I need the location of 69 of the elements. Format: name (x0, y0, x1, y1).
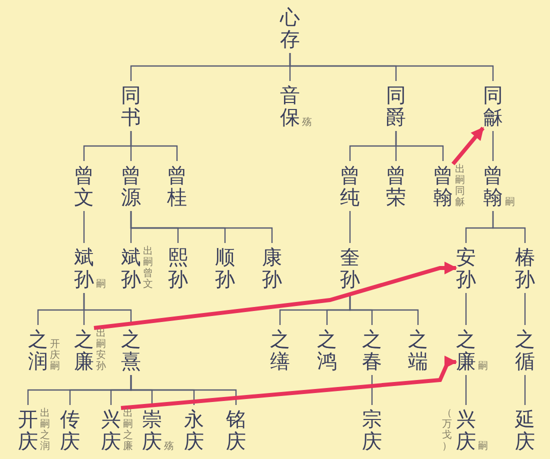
person-name: 斌孙 (74, 246, 94, 290)
connector-line (492, 211, 526, 243)
connector-line (492, 131, 494, 161)
person-name: 宗庆 (362, 408, 382, 452)
person-name: 安孙 (456, 246, 476, 290)
person-name: 之熹 (121, 328, 141, 372)
person-name: 之润 (28, 328, 48, 372)
person-name: 兴庆 (101, 408, 121, 452)
person-name: 顺孙 (215, 246, 235, 290)
note-text: 嗣 (505, 197, 515, 208)
note-text: 殇 (302, 117, 312, 128)
person-name: 熙孙 (168, 246, 188, 290)
note-text: 出嗣同龢 (455, 164, 465, 208)
note-text: 出嗣安孙 (96, 328, 106, 372)
person-name: 延庆 (515, 408, 535, 452)
connector-line (524, 293, 526, 325)
connector-line (130, 131, 178, 161)
person-name: 传庆 (60, 408, 80, 452)
note-text: 出嗣之润 (40, 408, 50, 452)
note-text: 出嗣曾文 (143, 246, 153, 290)
person-name: 开庆 (18, 408, 38, 452)
person-name: 曾纯 (340, 164, 360, 208)
note-text: 嗣 (478, 361, 488, 372)
note-text: 嗣 (478, 441, 488, 452)
connector-line (349, 211, 351, 243)
connector-line (289, 53, 494, 81)
person-name: 康孙 (262, 246, 282, 290)
person-name: 椿孙 (515, 246, 535, 290)
arrow (94, 262, 458, 330)
person-name: 之廉 (456, 328, 476, 372)
note-text: 嗣 (96, 279, 106, 290)
person-name: 之鸿 (317, 328, 337, 372)
person-name: 曾源 (121, 164, 141, 208)
person-name: 心存 (280, 6, 300, 50)
note-text: 殇 (164, 441, 174, 452)
connector-line (130, 211, 273, 243)
person-name: 奎孙 (340, 246, 360, 290)
connector-line (83, 211, 85, 243)
connector-line (465, 293, 467, 325)
person-name: 同书 (121, 84, 141, 128)
note-text: 出嗣之廉 (123, 408, 133, 452)
person-name: 之缮 (270, 328, 290, 372)
person-name: 之端 (408, 328, 428, 372)
connector-line (524, 375, 526, 405)
person-name: 曾翰 (433, 164, 453, 208)
connector-line (371, 375, 373, 405)
connector-line (349, 293, 419, 325)
person-name: 音保 (280, 84, 300, 128)
person-name: 斌孙 (121, 246, 141, 290)
connector-line (395, 131, 444, 161)
note-text: 开庆嗣 (50, 339, 60, 372)
arrow (451, 126, 485, 166)
person-name: 曾翰 (483, 164, 503, 208)
person-name: 同龢 (483, 84, 503, 128)
person-name: 同爵 (386, 84, 406, 128)
person-name: 之春 (362, 328, 382, 372)
connector-line (465, 375, 467, 405)
person-name: 铭庆 (226, 408, 246, 452)
person-name: 兴庆 (456, 408, 476, 452)
connector-line (130, 375, 237, 405)
person-name: 曾荣 (386, 164, 406, 208)
person-name: 崇庆 (142, 408, 162, 452)
person-name: 永庆 (184, 408, 204, 452)
person-name: 之循 (515, 328, 535, 372)
person-name: 曾桂 (167, 164, 187, 208)
person-name: 曾文 (74, 164, 94, 208)
note-text: （万戈） (442, 408, 452, 452)
person-name: 之廉 (74, 328, 94, 372)
arrow (120, 356, 458, 410)
